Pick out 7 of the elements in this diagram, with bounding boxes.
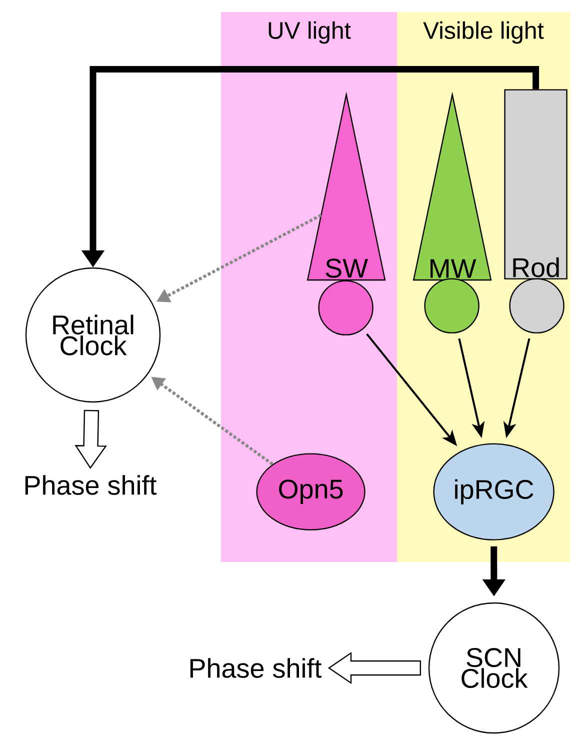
outcome-label: Phase shift: [190, 658, 322, 678]
cell-body: [424, 278, 480, 334]
cell-body: [509, 278, 564, 334]
block-arrow: [328, 652, 421, 684]
cell-body: [318, 280, 374, 336]
outcome-label: Phase shift: [25, 475, 157, 495]
block-arrow: [74, 410, 107, 469]
